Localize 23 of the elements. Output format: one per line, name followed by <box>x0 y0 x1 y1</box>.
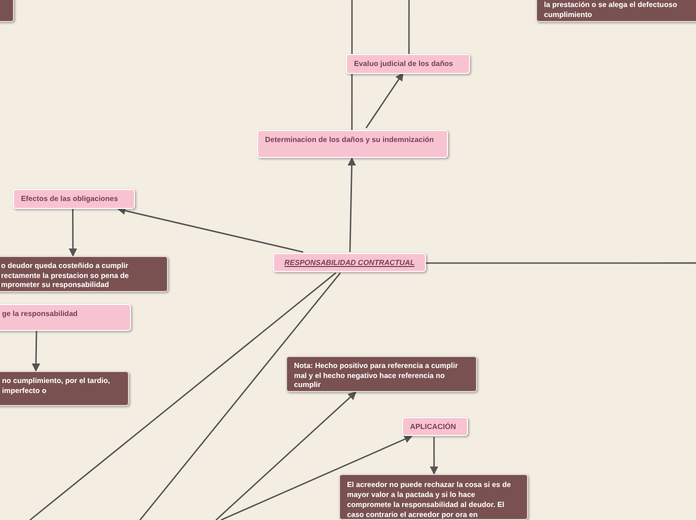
connector-line <box>426 262 696 264</box>
topic-box <box>13 189 135 209</box>
arrow <box>365 72 404 128</box>
topic-box <box>536 0 696 22</box>
arrow <box>348 157 356 252</box>
arrow <box>32 330 40 372</box>
connector-line <box>139 272 341 520</box>
arrow <box>430 436 438 475</box>
arrow <box>117 206 304 253</box>
arrow <box>220 435 413 520</box>
topic-box <box>346 54 470 74</box>
topic-box <box>402 417 468 436</box>
topic-box <box>257 130 448 158</box>
topic-box <box>286 356 477 392</box>
arrow <box>216 391 357 520</box>
arrow <box>68 209 78 257</box>
topic-box <box>0 256 168 292</box>
connector-line <box>408 0 410 54</box>
topic-box <box>0 371 129 406</box>
central-topic-box <box>273 253 426 272</box>
topic-box <box>0 304 131 331</box>
connector-line <box>30 272 336 520</box>
topic-box <box>339 474 528 520</box>
